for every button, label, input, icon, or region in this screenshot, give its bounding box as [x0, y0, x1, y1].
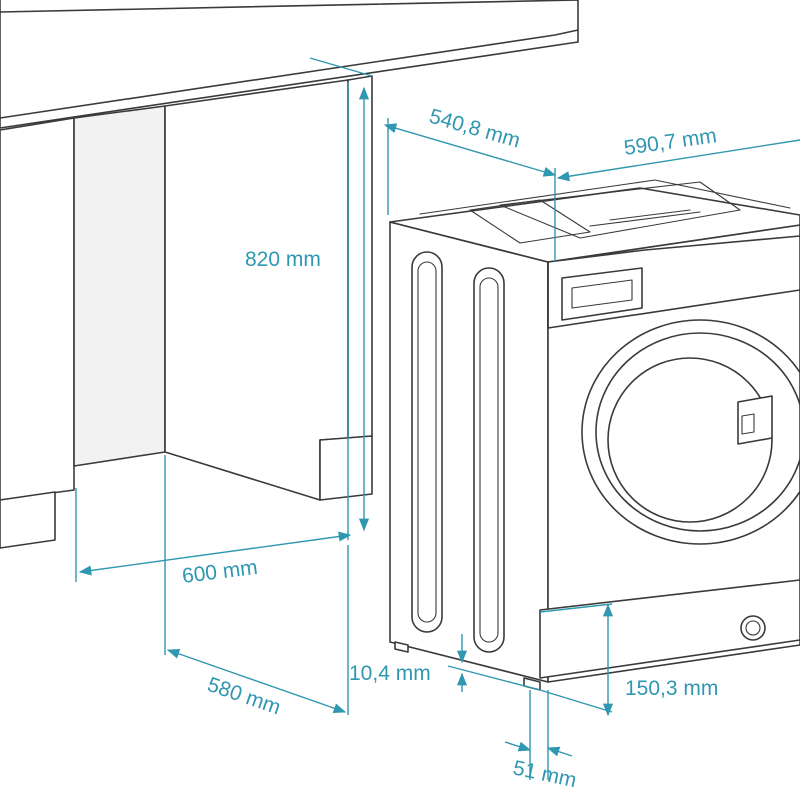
- label-820: 820 mm: [245, 248, 321, 271]
- dim-540-line: [383, 123, 557, 177]
- dim-150-ext-bottom: [539, 689, 613, 713]
- dim-820-tick-top: [309, 57, 373, 77]
- dim-10-ext: [447, 665, 541, 691]
- label-150: 150,3 mm: [625, 677, 718, 700]
- side-groove-right-inner: [479, 277, 499, 643]
- label-10: 10,4 mm: [349, 662, 431, 685]
- door-handle: [737, 395, 773, 445]
- side-groove-right: [473, 267, 505, 653]
- dim-580-line: [166, 648, 347, 714]
- cabinet-gap-panel: [73, 105, 166, 467]
- label-51: 51 mm: [511, 756, 579, 792]
- right-cabinet-front: [347, 75, 373, 439]
- label-600: 600 mm: [181, 556, 259, 588]
- machine-side: [389, 221, 549, 683]
- dim-51-arrow-right: [546, 746, 573, 757]
- side-groove-left-inner: [417, 261, 437, 623]
- top-groove: [589, 211, 701, 227]
- countertop-front-edge: [0, 29, 579, 129]
- left-cabinet-plinth: [0, 491, 56, 549]
- left-cabinet: [0, 117, 75, 501]
- top-cover: [499, 181, 741, 239]
- door-glass: [607, 357, 773, 523]
- washing-machine: [389, 179, 800, 691]
- dim-51-arrow-left: [504, 741, 532, 752]
- door-lock: [741, 413, 755, 435]
- dim-150-ext-top: [539, 603, 613, 613]
- dimension-lines: [75, 57, 800, 780]
- foot-back: [394, 641, 409, 653]
- label-540: 540,8 mm: [427, 105, 523, 153]
- door-outer-ring: [581, 319, 800, 545]
- door-ring: [595, 332, 800, 532]
- dim-600-line: [78, 531, 352, 576]
- top-rim: [419, 179, 791, 215]
- filter-cap-inner: [745, 620, 761, 636]
- label-580: 580 mm: [204, 673, 283, 719]
- door: [581, 319, 800, 545]
- drawer-handle: [571, 279, 633, 309]
- filter-cap: [740, 615, 766, 641]
- dim-590-line: [556, 139, 800, 182]
- side-groove-left: [411, 251, 443, 633]
- right-cabinet-side: [164, 79, 349, 501]
- top-groove-2: [609, 209, 691, 221]
